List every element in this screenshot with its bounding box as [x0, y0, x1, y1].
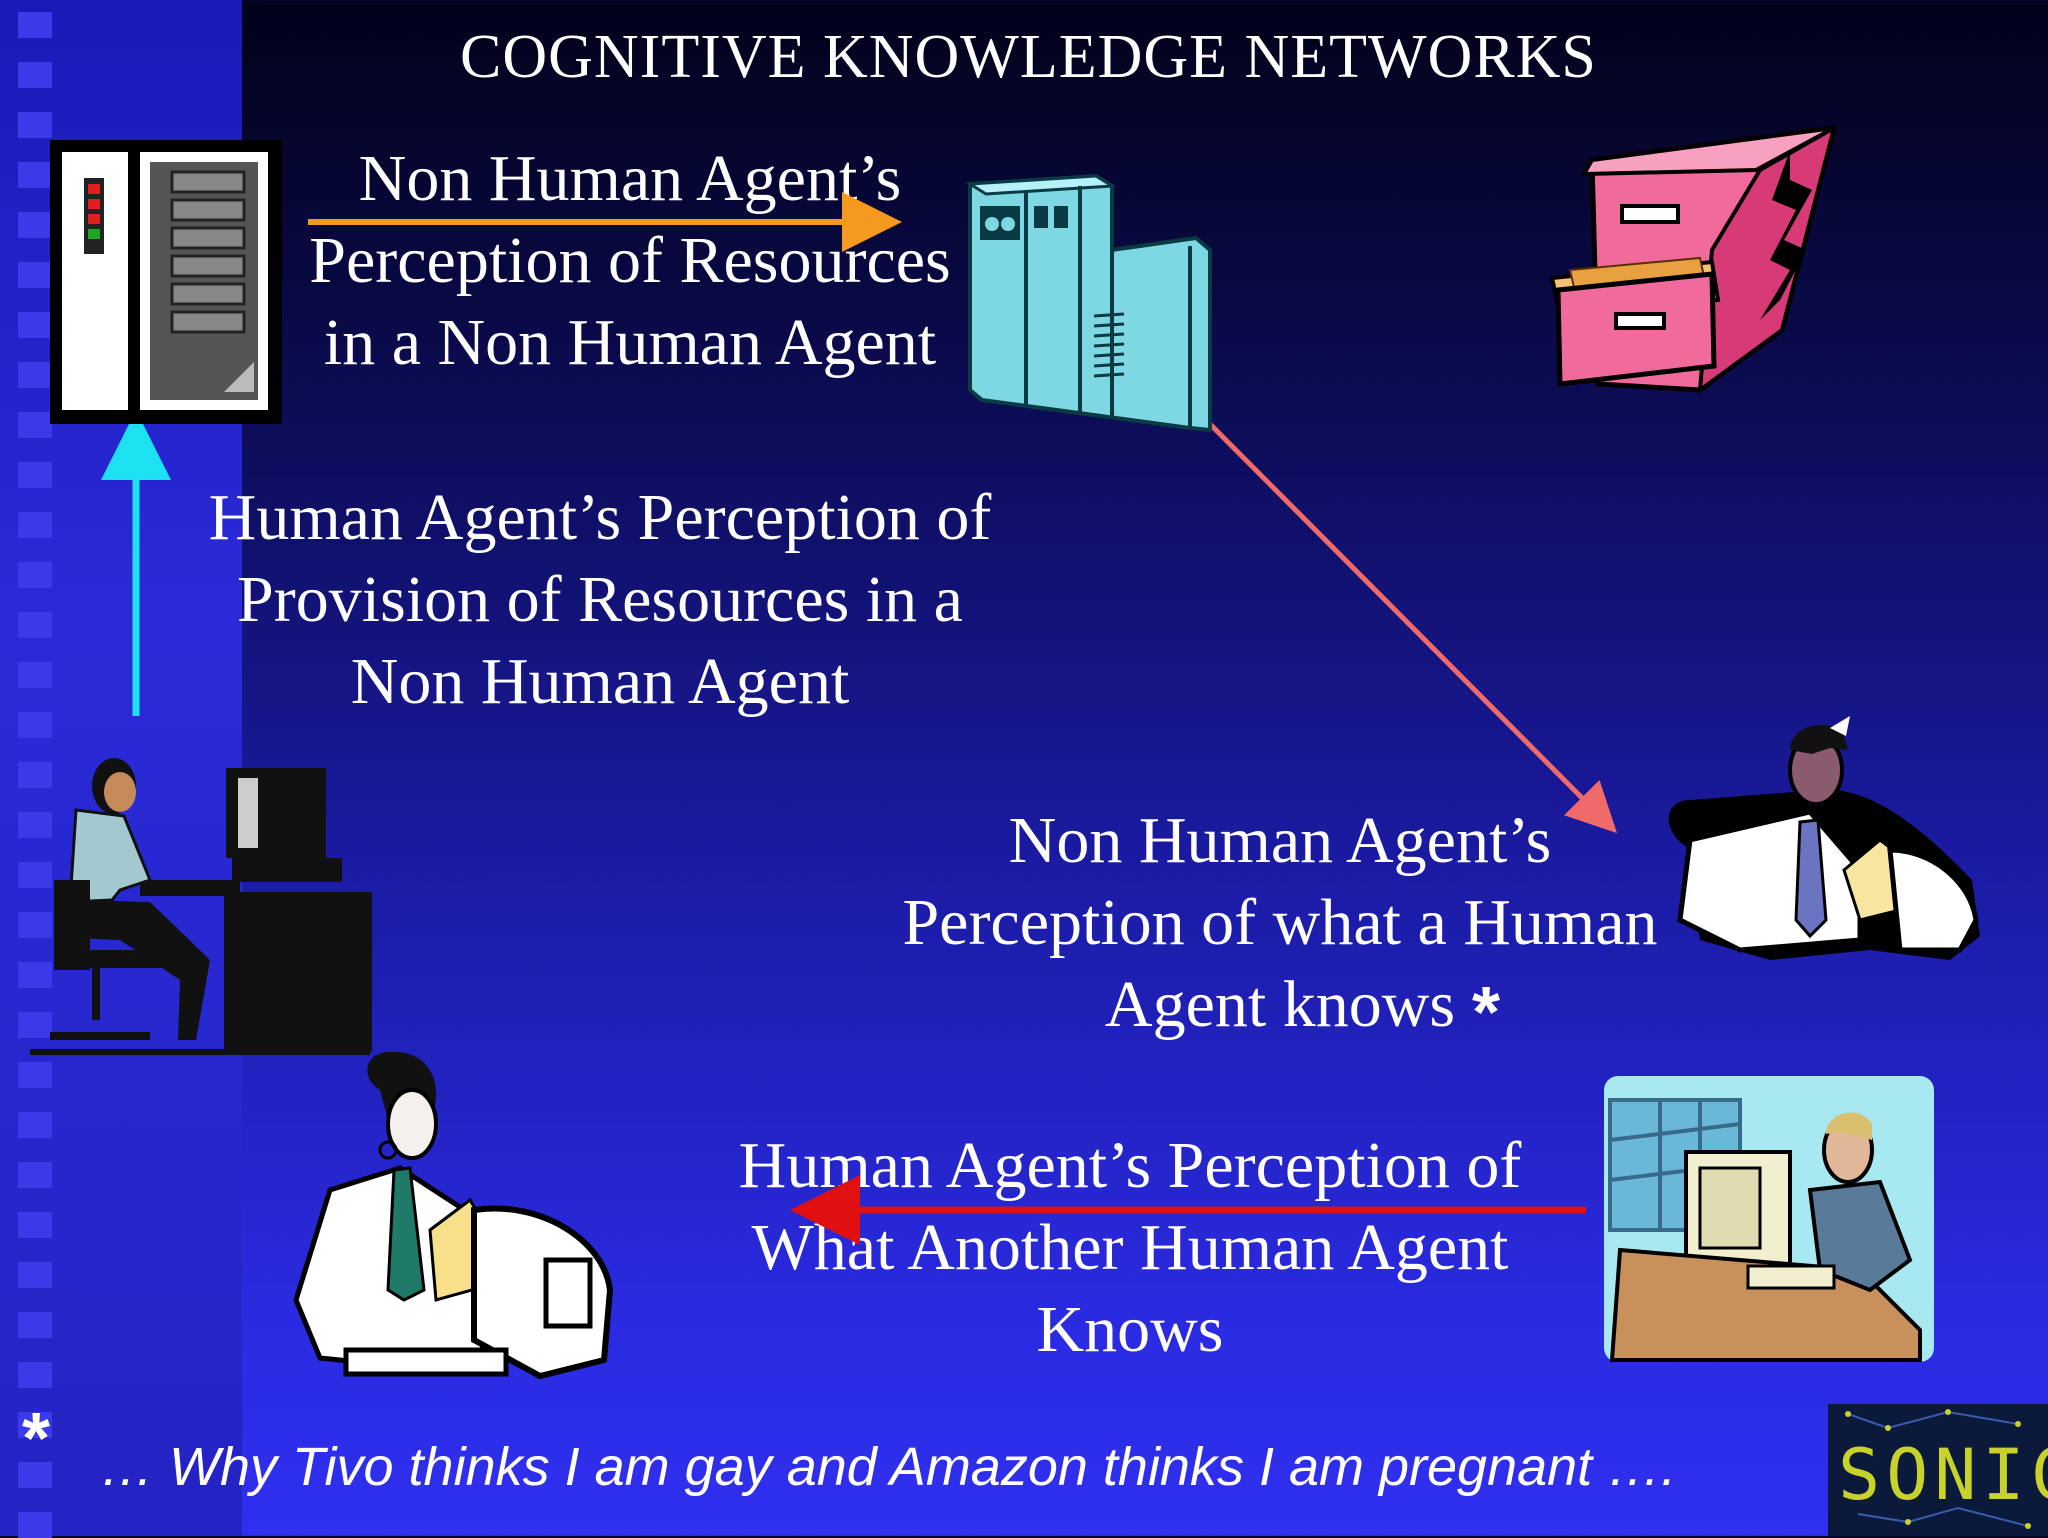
film-hole — [18, 712, 52, 738]
caption-line: Human Agent’s Perception of — [738, 1129, 1522, 1202]
film-hole — [18, 812, 52, 838]
man-with-tie-at-computer-icon — [1668, 716, 1980, 960]
caption-line: Provision of Resources in a — [237, 563, 963, 636]
caption-line: Non Human Agent’s — [1008, 804, 1552, 877]
film-hole — [18, 512, 52, 538]
caption-line: Non Human Agent’s — [358, 142, 902, 215]
film-hole — [18, 412, 52, 438]
film-hole — [18, 62, 52, 88]
film-hole — [18, 1212, 52, 1238]
caption-line: Perception of what a Human — [902, 886, 1658, 959]
film-hole — [18, 1362, 52, 1388]
film-hole — [18, 962, 52, 988]
mainframe-computer-icon — [965, 173, 1212, 433]
film-hole — [18, 862, 52, 888]
film-hole — [18, 12, 52, 38]
caption-line-with-star: Agent knows — [880, 964, 1680, 1046]
caption-line: Agent knows — [1104, 968, 1456, 1041]
film-hole — [18, 112, 52, 138]
woman-at-computer-clipart-icon — [293, 1051, 614, 1380]
film-hole — [18, 562, 52, 588]
caption-line: What Another Human Agent — [751, 1211, 1509, 1284]
logo-constellation-icon — [1845, 1409, 2031, 1529]
film-hole — [18, 262, 52, 288]
film-hole — [18, 1062, 52, 1088]
caption-line: Non Human Agent — [350, 645, 850, 718]
caption-asterisk: * — [1472, 973, 1501, 1053]
film-hole — [18, 1262, 52, 1288]
caption-human-provision: Human Agent’s Perception of Provision of… — [170, 477, 1030, 723]
film-hole — [18, 162, 52, 188]
slide-title: COGNITIVE KNOWLEDGE NETWORKS — [460, 23, 1597, 91]
arrow-salmon — [1194, 408, 1618, 834]
film-hole — [18, 1412, 52, 1438]
film-hole — [18, 312, 52, 338]
sonic-logo: SONIC — [1828, 1404, 2048, 1536]
film-hole — [18, 1012, 52, 1038]
woman-at-computer-icon — [30, 758, 372, 1055]
film-hole — [18, 762, 52, 788]
caption-line: in a Non Human Agent — [323, 306, 937, 379]
caption-line: Human Agent’s Perception of — [208, 481, 992, 554]
footer-quote: … Why Tivo thinks I am gay and Amazon th… — [100, 1437, 1677, 1497]
film-hole — [18, 1162, 52, 1188]
filing-cabinet-icon — [1549, 123, 1838, 395]
caption-line: Knows — [1036, 1293, 1224, 1366]
film-hole — [18, 1462, 52, 1488]
footnote-asterisk: * — [22, 1399, 51, 1479]
film-strip-holes — [18, 0, 52, 1538]
film-hole — [18, 1112, 52, 1138]
film-hole — [18, 612, 52, 638]
server-rack-icon — [50, 140, 282, 424]
film-hole — [18, 662, 52, 688]
film-hole — [18, 362, 52, 388]
caption-human-another: Human Agent’s Perception of What Another… — [690, 1125, 1570, 1371]
film-hole — [18, 1512, 52, 1538]
film-hole — [18, 912, 52, 938]
caption-non-human-knows: Non Human Agent’s Perception of what a H… — [880, 800, 1680, 1046]
film-hole — [18, 212, 52, 238]
man-at-desk-computer-icon — [1604, 1076, 1934, 1362]
logo-text: SONIC — [1838, 1434, 2048, 1516]
film-hole — [18, 1312, 52, 1338]
film-hole — [18, 462, 52, 488]
